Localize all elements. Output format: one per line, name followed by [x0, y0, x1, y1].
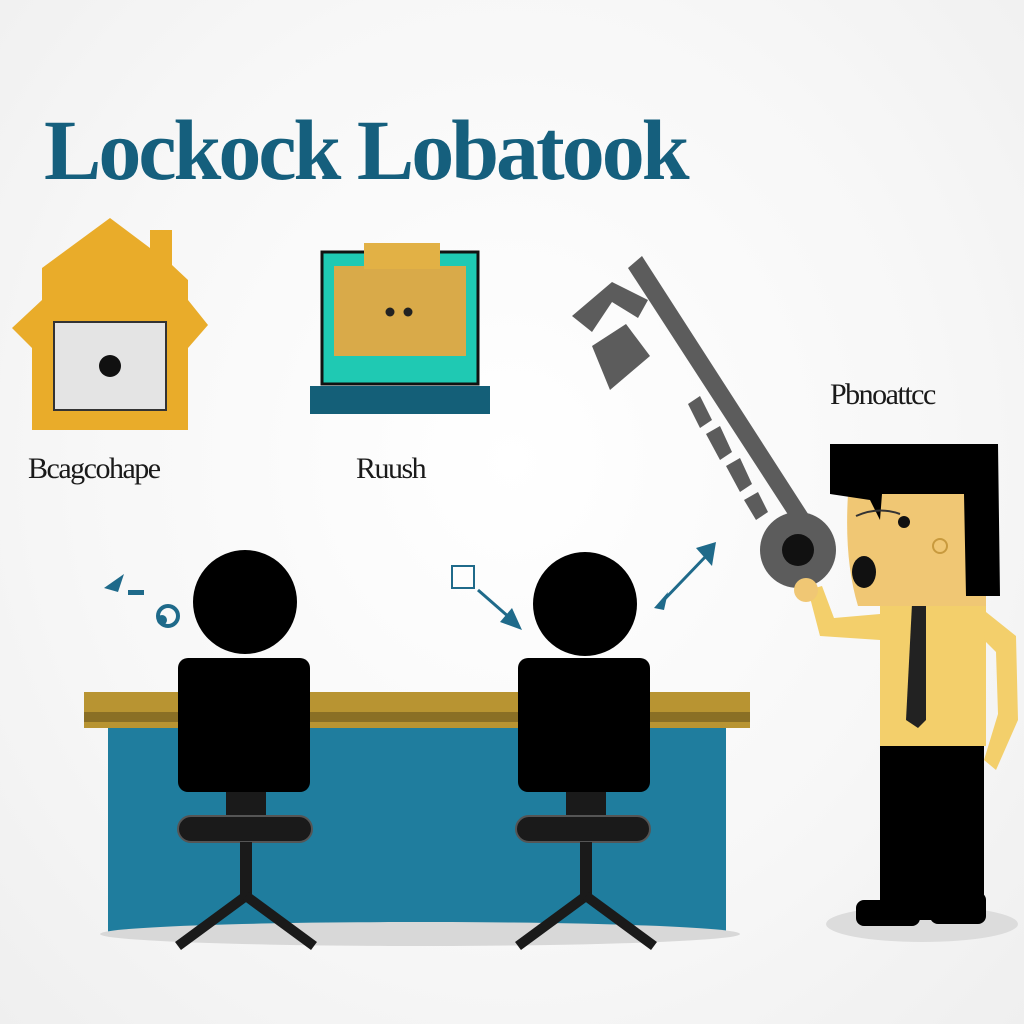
arrow-icon-center — [451, 565, 522, 630]
headline: Lockock Lobatook — [44, 102, 690, 198]
house-label: Bcagcohape — [28, 452, 161, 485]
laptop-icon — [310, 243, 490, 414]
arrow-icon-right — [654, 542, 716, 610]
arrow-icon-left — [104, 574, 180, 628]
seated-person-2 — [515, 552, 657, 951]
house-icon — [12, 218, 208, 430]
key-icon — [572, 256, 836, 588]
standing-man — [794, 444, 1018, 942]
person-label: Pbnoattcc — [830, 378, 936, 411]
laptop-label: Ruush — [356, 452, 427, 485]
seated-person-1 — [175, 550, 317, 951]
